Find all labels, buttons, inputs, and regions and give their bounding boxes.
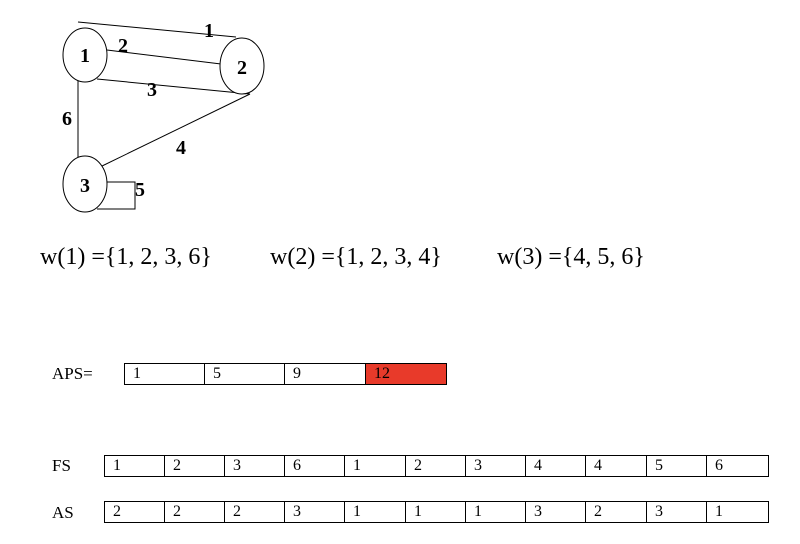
edge-label-6: 6 [62,108,72,130]
fs-cell: 6 [707,455,769,477]
as-cell: 1 [707,501,769,523]
edge-label-3: 3 [147,79,157,101]
graph-diagram: 1 2 3 1 2 3 4 5 6 [62,20,265,213]
edge-5 [97,181,136,210]
edge-4 [99,93,251,168]
as-cell: 2 [225,501,285,523]
as-array: 2 2 2 3 1 1 1 3 2 3 1 [104,501,769,523]
fs-cell: 5 [647,455,707,477]
aps-label: APS= [52,364,93,383]
fs-cell: 3 [225,455,285,477]
as-cell: 3 [526,501,586,523]
as-cell: 2 [165,501,225,523]
as-cell: 3 [285,501,345,523]
edge-label-1: 1 [204,20,214,42]
aps-cell-highlighted: 12 [366,363,447,385]
weight-set-3: w(3) ={4, 5, 6} [497,244,645,270]
as-cell: 1 [406,501,466,523]
edge-2 [106,49,222,65]
node-label: 3 [80,175,90,197]
node-label: 1 [80,45,90,67]
as-cell: 1 [345,501,406,523]
as-cell: 2 [586,501,647,523]
fs-cell: 2 [406,455,466,477]
fs-cell: 6 [285,455,345,477]
fs-cell: 2 [165,455,225,477]
aps-cell: 1 [124,363,205,385]
node-2: 2 [219,37,265,95]
weight-set-1: w(1) ={1, 2, 3, 6} [40,244,212,270]
aps-cell: 9 [285,363,366,385]
fs-array: 1 2 3 6 1 2 3 4 4 5 6 [104,455,769,477]
fs-cell: 4 [586,455,647,477]
fs-cell: 3 [466,455,526,477]
node-1: 1 [62,27,108,83]
as-label: AS [52,503,74,522]
as-cell: 1 [466,501,526,523]
weight-set-2: w(2) ={1, 2, 3, 4} [270,244,442,270]
fs-cell: 1 [345,455,406,477]
fs-label: FS [52,456,71,475]
fs-cell: 1 [104,455,165,477]
node-3: 3 [62,155,108,213]
as-cell: 2 [104,501,165,523]
aps-array: 1 5 9 12 [124,363,447,385]
as-cell: 3 [647,501,707,523]
edge-1 [77,21,237,38]
edge-label-4: 4 [176,137,186,159]
node-label: 2 [237,57,247,79]
aps-cell: 5 [205,363,285,385]
edge-label-5: 5 [135,179,145,201]
fs-cell: 4 [526,455,586,477]
edge-label-2: 2 [118,35,128,57]
edge-3 [96,78,251,95]
